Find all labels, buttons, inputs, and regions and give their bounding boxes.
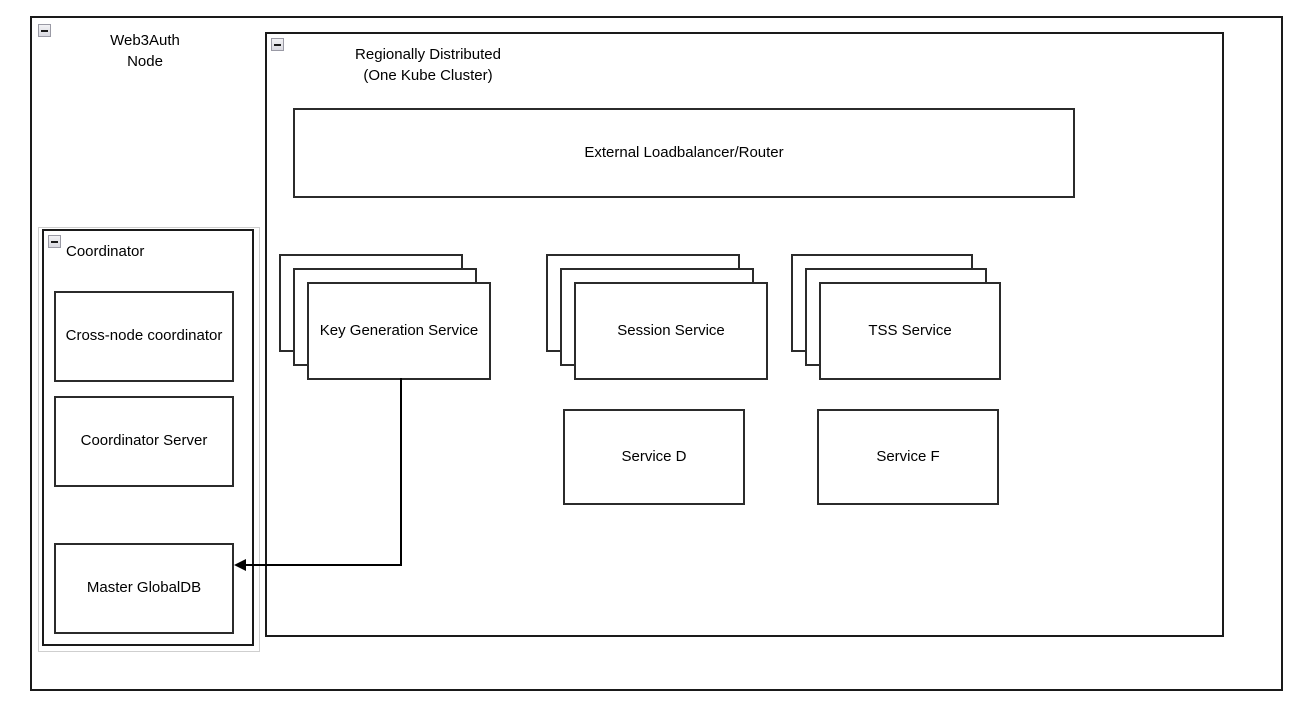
group-label-web3auth-node: Web3Auth Node [110, 32, 180, 70]
collapse-minus-icon-regionally-distributed[interactable] [271, 38, 284, 51]
node-tss-service[interactable]: TSS Service [791, 254, 1001, 380]
node-label-cross-node-coordinator: Cross-node coordinator [65, 327, 223, 345]
connector-keygen-to-globaldb-vertical [400, 378, 402, 566]
collapse-minus-icon-web3auth-node[interactable] [38, 24, 51, 37]
node-label-session-service: Session Service [617, 321, 725, 339]
node-cross-node-coordinator[interactable]: Cross-node coordinator [54, 291, 234, 382]
connector-keygen-to-globaldb-horizontal [246, 564, 402, 566]
arrowhead-to-master-globaldb [234, 559, 246, 571]
node-label-master-globaldb: Master GlobalDB [86, 579, 202, 597]
node-external-loadbalancer-router[interactable]: External Loadbalancer/Router [293, 108, 1075, 198]
stack-layer-front[interactable]: Session Service [574, 282, 768, 380]
node-session-service[interactable]: Session Service [546, 254, 768, 380]
node-master-globaldb[interactable]: Master GlobalDB [54, 543, 234, 634]
node-label-service-f: Service F [876, 447, 940, 465]
node-label-coordinator-server: Coordinator Server [80, 432, 208, 450]
node-service-f[interactable]: Service F [817, 409, 999, 505]
node-label-tss-service: TSS Service [868, 321, 952, 339]
group-label-coordinator: Coordinator [66, 243, 145, 260]
stack-layer-front[interactable]: TSS Service [819, 282, 1001, 380]
collapse-minus-icon-coordinator[interactable] [48, 235, 61, 248]
group-label-regionally-distributed: Regionally Distributed (One Kube Cluster… [355, 46, 501, 84]
node-label-service-d: Service D [621, 447, 687, 465]
node-label-external-loadbalancer-router: External Loadbalancer/Router [584, 143, 784, 161]
node-coordinator-server[interactable]: Coordinator Server [54, 396, 234, 487]
node-label-key-generation-service: Key Generation Service [319, 321, 479, 339]
stack-layer-front[interactable]: Key Generation Service [307, 282, 491, 380]
node-key-generation-service[interactable]: Key Generation Service [279, 254, 491, 380]
node-service-d[interactable]: Service D [563, 409, 745, 505]
